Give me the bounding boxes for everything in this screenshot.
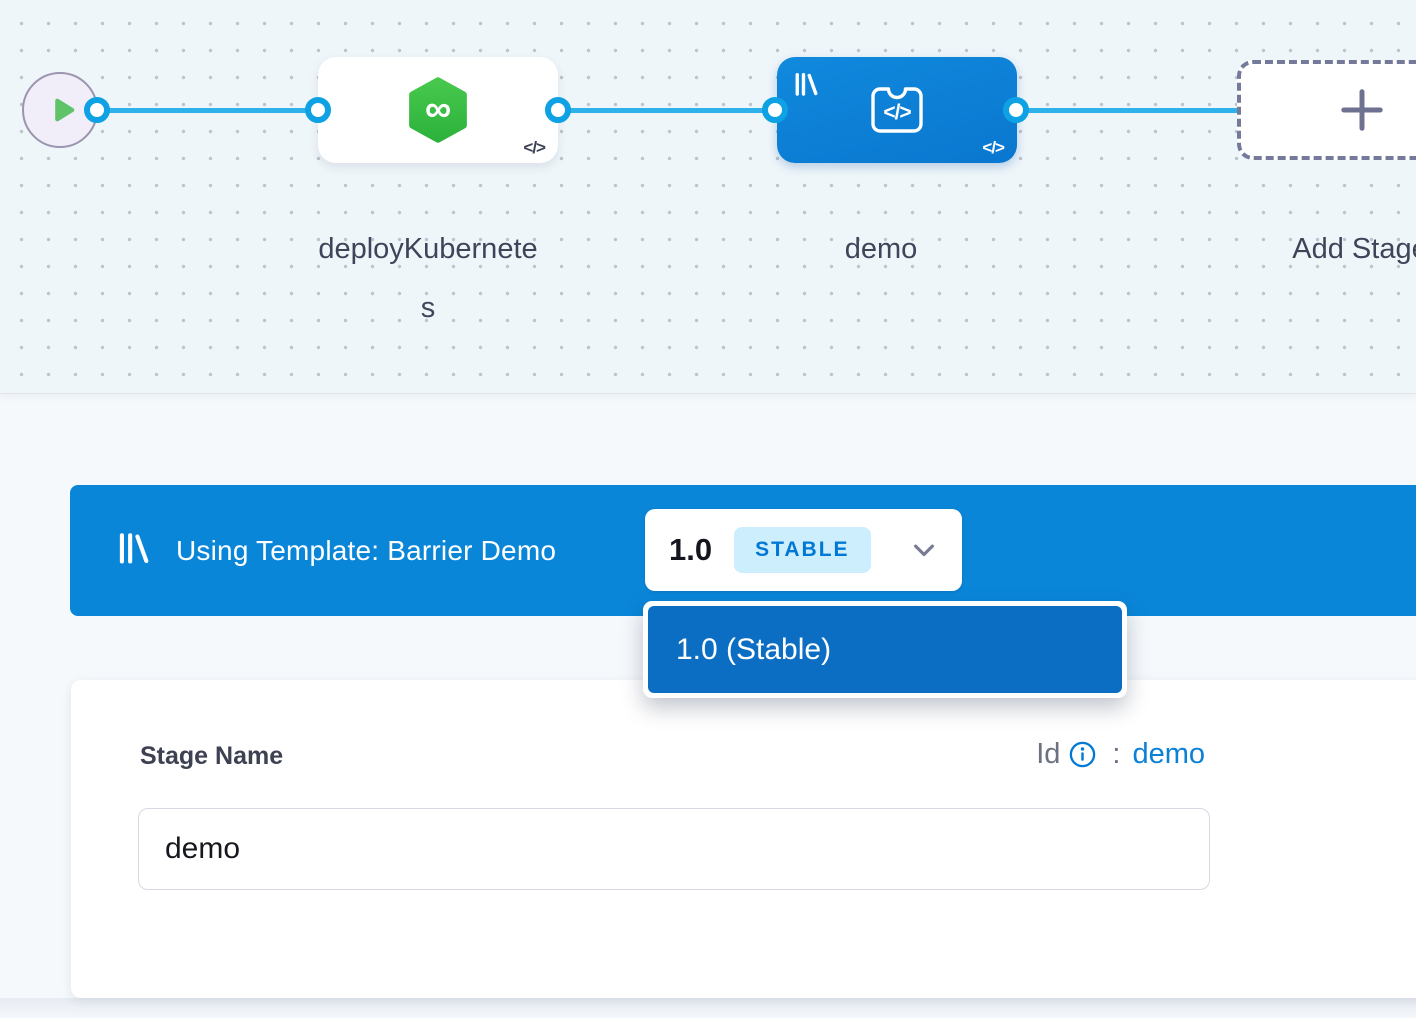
version-number: 1.0 xyxy=(669,532,713,567)
template-version-selector[interactable]: 1.0 STABLE xyxy=(645,509,962,591)
edge-deploy-to-demo xyxy=(556,108,779,113)
stable-badge: STABLE xyxy=(734,527,871,573)
id-separator: : xyxy=(1112,738,1121,770)
stage-id-value: demo xyxy=(1132,738,1205,770)
svg-text:∞: ∞ xyxy=(425,88,451,129)
port-deploy-in[interactable] xyxy=(305,97,331,123)
panel-footer-strip xyxy=(0,998,1416,1018)
info-icon[interactable] xyxy=(1069,741,1096,768)
stage-label-deploy-kubernetes: deployKubernetes xyxy=(318,233,538,324)
kubernetes-deploy-icon: ∞ xyxy=(406,77,470,143)
port-demo-out[interactable] xyxy=(1003,97,1029,123)
template-library-icon xyxy=(791,69,821,104)
add-stage-label: Add Stage xyxy=(1292,233,1416,265)
port-start-out[interactable] xyxy=(84,97,110,123)
port-demo-in[interactable] xyxy=(762,97,788,123)
template-library-icon xyxy=(114,529,152,572)
plus-icon xyxy=(1339,87,1385,133)
port-deploy-out[interactable] xyxy=(545,97,571,123)
chevron-down-icon xyxy=(910,536,938,564)
play-icon xyxy=(46,93,80,127)
code-icon: </> xyxy=(982,138,1005,157)
add-stage-node[interactable] xyxy=(1237,60,1416,160)
version-dropdown-menu: 1.0 (Stable) xyxy=(643,601,1127,698)
pipeline-canvas[interactable]: ∞ </> </> </> d xyxy=(0,0,1416,393)
stage-label-demo: demo xyxy=(844,233,918,265)
code-icon: </> xyxy=(523,138,546,157)
id-label: Id xyxy=(1036,738,1061,770)
stage-name-input[interactable] xyxy=(138,808,1210,890)
template-banner: Using Template: Barrier Demo 1.0 STABLE xyxy=(70,485,1416,616)
stage-node-demo[interactable]: </> </> xyxy=(777,57,1017,163)
stage-overview-card: Stage Name Id : demo xyxy=(71,680,1416,998)
stage-id-row: Id : demo xyxy=(1036,738,1205,771)
custom-stage-icon: </> xyxy=(865,81,929,139)
version-option-stable[interactable]: 1.0 (Stable) xyxy=(648,606,1122,693)
svg-text:</>: </> xyxy=(883,101,911,124)
edge-start-to-deploy xyxy=(95,108,320,113)
stage-name-label: Stage Name xyxy=(140,742,284,770)
stage-node-deploy-kubernetes[interactable]: ∞ </> xyxy=(318,57,558,163)
edge-demo-to-add-stage xyxy=(1014,108,1240,113)
template-banner-text: Using Template: Barrier Demo xyxy=(176,534,557,566)
